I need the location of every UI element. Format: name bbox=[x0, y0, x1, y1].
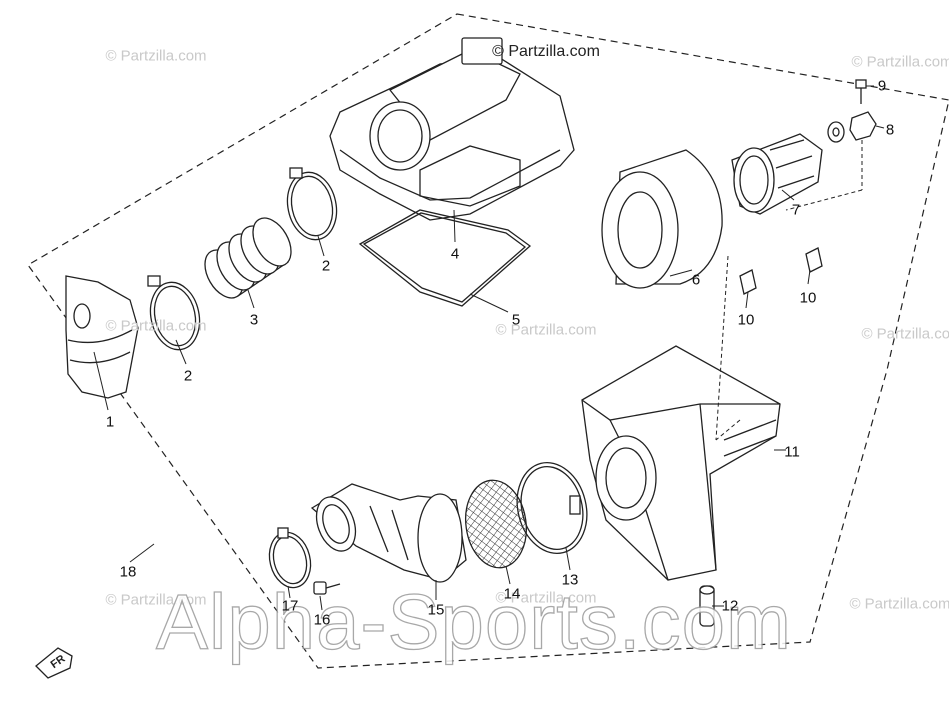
callout-11: 11 bbox=[784, 443, 800, 461]
callout-16: 16 bbox=[313, 611, 331, 629]
part-5-gasket bbox=[358, 209, 532, 307]
part-1-intake-boot bbox=[65, 275, 139, 399]
callout-7: 7 bbox=[791, 201, 801, 219]
callout-12: 12 bbox=[721, 597, 739, 615]
watermark-top: © Partzilla.com bbox=[492, 43, 600, 60]
callout-17: 17 bbox=[281, 597, 299, 615]
callout-10: 10 bbox=[737, 311, 755, 329]
part-4-airbox-cover bbox=[329, 37, 575, 221]
callout-6: 6 bbox=[691, 271, 701, 289]
watermark-repeat: © Partzilla.com bbox=[495, 321, 597, 339]
part-15-intake-duct bbox=[310, 483, 467, 583]
callout-8: 8 bbox=[885, 121, 895, 139]
part-2-clamp-left bbox=[147, 275, 201, 351]
callout-15: 15 bbox=[427, 601, 445, 619]
part-8-nut-washer bbox=[827, 111, 877, 143]
part-10-clip-right bbox=[805, 247, 823, 273]
watermark-repeat: © Partzilla.com bbox=[105, 47, 207, 65]
part-9-bolt bbox=[855, 79, 867, 104]
callout-2: 2 bbox=[321, 257, 331, 275]
callout-10: 10 bbox=[799, 289, 817, 307]
front-direction-mark bbox=[35, 647, 73, 679]
watermark-repeat: © Partzilla.com bbox=[849, 595, 949, 613]
callout-9: 9 bbox=[877, 77, 887, 95]
watermark-big: Alpha-Sports.com bbox=[155, 577, 792, 666]
part-17-clamp bbox=[268, 527, 312, 589]
watermark-repeat: © Partzilla.com bbox=[851, 53, 949, 71]
watermark-repeat: © Partzilla.com bbox=[861, 325, 949, 343]
part-16-bolt bbox=[313, 581, 341, 595]
part-11-airbox-body bbox=[581, 345, 781, 581]
callout-18: 18 bbox=[119, 563, 137, 581]
assembly-boundary bbox=[27, 13, 949, 669]
leader-lines bbox=[93, 85, 885, 611]
callout-3: 3 bbox=[249, 311, 259, 329]
part-10-clip-left bbox=[739, 269, 757, 295]
watermark-repeat: © Partzilla.com bbox=[105, 591, 207, 609]
callout-13: 13 bbox=[561, 571, 579, 589]
callout-1: 1 bbox=[105, 413, 115, 431]
part-7-filter-cage bbox=[731, 133, 823, 215]
watermark-repeat: © Partzilla.com bbox=[495, 589, 597, 607]
part-3-hose bbox=[204, 217, 292, 299]
part-6-filter-element bbox=[601, 149, 723, 289]
callout-2: 2 bbox=[183, 367, 193, 385]
watermark-repeat: © Partzilla.com bbox=[105, 317, 207, 335]
callout-4: 4 bbox=[450, 245, 460, 263]
part-14-mesh-screen bbox=[465, 479, 527, 569]
callout-5: 5 bbox=[511, 311, 521, 329]
part-2-clamp-right bbox=[286, 167, 338, 241]
callout-14: 14 bbox=[503, 585, 521, 603]
